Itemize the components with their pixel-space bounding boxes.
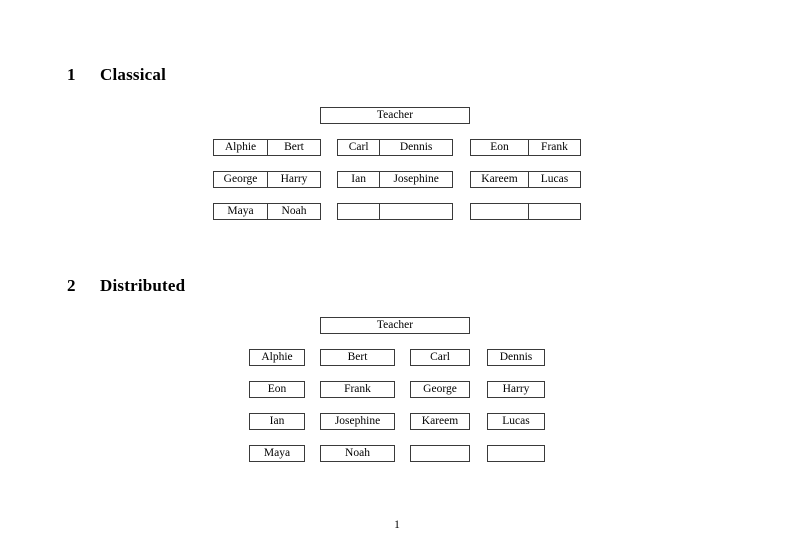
node-cell[interactable]: Josephine: [379, 172, 452, 187]
node-box[interactable]: [410, 445, 470, 462]
page-number: 1: [394, 519, 400, 531]
node-cell[interactable]: Dennis: [379, 140, 452, 155]
node-cell[interactable]: Kareem: [481, 172, 518, 185]
node-cell[interactable]: Carl: [348, 140, 369, 153]
node-box[interactable]: Frank: [320, 381, 395, 398]
node-box[interactable]: Carl: [410, 349, 470, 366]
node-box[interactable]: Ian: [249, 413, 305, 430]
node-box[interactable]: Harry: [487, 381, 545, 398]
node-pair-row[interactable]: Ian Josephine: [337, 171, 453, 188]
node-pair-row[interactable]: [337, 203, 453, 220]
node-cell[interactable]: [338, 204, 379, 219]
node-box[interactable]: [487, 445, 545, 462]
node-cell[interactable]: Frank: [527, 140, 580, 155]
node-box[interactable]: Bert: [320, 349, 395, 366]
node-cell[interactable]: Eon: [490, 140, 509, 153]
node-cell[interactable]: Harry: [266, 172, 320, 187]
node-box[interactable]: Josephine: [320, 413, 395, 430]
node-cell[interactable]: Maya: [227, 204, 254, 217]
section-heading-classical: 1 Classical: [67, 66, 166, 83]
section-number: 2: [67, 276, 76, 295]
node-cell[interactable]: Lucas: [527, 172, 580, 187]
node-box[interactable]: Alphie: [249, 349, 305, 366]
teacher-node-distributed[interactable]: Teacher: [320, 317, 470, 334]
node-pair-row[interactable]: [470, 203, 581, 220]
node-pair-row[interactable]: Alphie Bert: [213, 139, 321, 156]
node-box[interactable]: Maya: [249, 445, 305, 462]
section-title: Classical: [100, 65, 167, 84]
section-heading-distributed: 2 Distributed: [67, 277, 185, 294]
node-pair-row[interactable]: Carl Dennis: [337, 139, 453, 156]
node-cell[interactable]: Noah: [266, 204, 320, 219]
node-cell[interactable]: [471, 204, 528, 219]
node-cell[interactable]: Alphie: [224, 140, 257, 153]
teacher-node-classical[interactable]: Teacher: [320, 107, 470, 124]
node-cell[interactable]: [379, 204, 452, 219]
node-cell[interactable]: Ian: [351, 172, 366, 185]
node-cell[interactable]: Bert: [266, 140, 320, 155]
node-pair-row[interactable]: George Harry: [213, 171, 321, 188]
section-title: Distributed: [100, 276, 186, 295]
node-box[interactable]: Eon: [249, 381, 305, 398]
section-number: 1: [67, 65, 76, 84]
node-pair-row[interactable]: Eon Frank: [470, 139, 581, 156]
node-cell[interactable]: George: [223, 172, 258, 185]
node-box[interactable]: Dennis: [487, 349, 545, 366]
node-box[interactable]: George: [410, 381, 470, 398]
node-pair-row[interactable]: Kareem Lucas: [470, 171, 581, 188]
node-box[interactable]: Kareem: [410, 413, 470, 430]
node-box[interactable]: Lucas: [487, 413, 545, 430]
node-cell[interactable]: [527, 204, 580, 219]
node-pair-row[interactable]: Maya Noah: [213, 203, 321, 220]
node-box[interactable]: Noah: [320, 445, 395, 462]
